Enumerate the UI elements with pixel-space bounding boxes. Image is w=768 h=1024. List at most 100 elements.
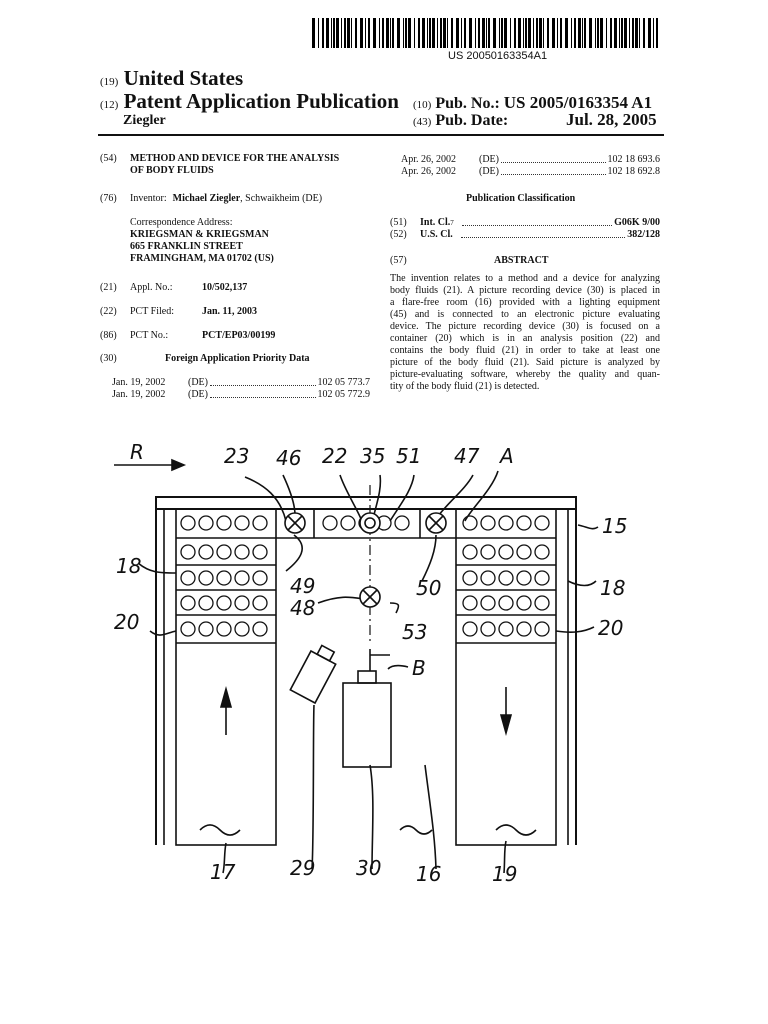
barcode-bar: [643, 18, 645, 48]
sample-container-ring: [198, 515, 214, 531]
barcode-bar: [536, 18, 538, 48]
sample-container-ring: [480, 515, 496, 531]
sample-container-ring: [252, 595, 268, 611]
sample-container-ring: [498, 621, 514, 637]
country: United States: [123, 66, 244, 90]
title-line-2: OF BODY FLUIDS: [130, 165, 214, 176]
barcode-bar: [405, 18, 407, 48]
barcode-bar: [610, 18, 612, 48]
indicator-lamp-48: [359, 586, 381, 608]
int-cl-row: (51) Int. Cl.7 G06K 9/00: [390, 217, 660, 229]
sample-container-ring: [234, 595, 250, 611]
barcode-bar: [493, 18, 496, 48]
barcode-bar: [341, 18, 342, 48]
barcode-bar: [629, 18, 630, 48]
us-label: U.S. Cl.: [420, 229, 453, 240]
barcode-bar: [648, 18, 651, 48]
barcode-bar: [312, 18, 315, 48]
abstract-line: device. The picture recording device (30…: [390, 321, 660, 332]
barcode-bar: [461, 18, 462, 48]
sample-container-ring: [534, 544, 550, 560]
barcode-bar: [518, 18, 521, 48]
ref-label-18-right: 18: [600, 576, 625, 600]
barcode-bar: [639, 18, 640, 48]
ref-label-20-left: 20: [114, 610, 139, 634]
priority-title: Foreign Application Priority Data: [165, 353, 310, 364]
sample-container-ring: [534, 515, 550, 531]
abstract-line: picture-evaluating software, whereby the…: [390, 369, 660, 380]
barcode-bar: [368, 18, 370, 48]
barcode-bar: [475, 18, 476, 48]
barcode-bar: [331, 18, 332, 48]
sample-container-ring: [216, 595, 232, 611]
inventor-label: Inventor:: [130, 193, 167, 204]
barcode-bar: [539, 18, 542, 48]
barcode-bar: [552, 18, 555, 48]
abstract-heading-row: (57) ABSTRACT: [390, 255, 660, 267]
ref-label-46: 46: [276, 446, 301, 470]
barcode-bar: [533, 18, 534, 48]
abstract-title: ABSTRACT: [494, 255, 549, 266]
barcode-bar: [408, 18, 411, 48]
pub-type: Patent Application Publication: [123, 89, 399, 113]
barcode-bar: [504, 18, 507, 48]
country-code: (19): [100, 76, 119, 88]
barcode-bar: [619, 18, 620, 48]
leader-dots: [501, 174, 606, 175]
title-block: (54) METHOD AND DEVICE FOR THE ANALYSIS …: [100, 153, 380, 177]
sample-container-ring: [480, 595, 496, 611]
pub-no: US 2005/0163354 A1: [503, 93, 653, 112]
barcode-bar: [440, 18, 442, 48]
leader-dots: [210, 385, 316, 386]
barcode-bar: [451, 18, 453, 48]
priority-row: Jan. 19, 2002 (DE) 102 05 772.9: [112, 389, 370, 401]
ref-label-17: 17: [210, 860, 236, 884]
sample-container-ring: [516, 515, 532, 531]
pct-filed-row: (22) PCT Filed: Jan. 11, 2003: [100, 306, 257, 318]
sample-container-ring: [234, 621, 250, 637]
patent-figure: R 23 46 22 35 51 47 A 15 18 18 49 48 50 …: [114, 440, 627, 886]
sample-container-ring: [180, 621, 196, 637]
barcode-bar: [606, 18, 607, 48]
sample-container-ring: [516, 621, 532, 637]
abstract-line: body fluids (21). A picture recording de…: [390, 285, 660, 296]
barcode-bar: [418, 18, 420, 48]
barcode-bar: [543, 18, 544, 48]
barcode-bar: [488, 18, 490, 48]
ref-label-19: 19: [492, 862, 517, 886]
barcode-bar: [501, 18, 503, 48]
pub-date-line: (43) Pub. Date:: [413, 112, 508, 130]
inventor-name-header: Ziegler: [123, 113, 166, 128]
ref-label-48: 48: [290, 596, 315, 620]
sample-container-ring: [198, 570, 214, 586]
barcode-bar: [469, 18, 472, 48]
priority-code: (30): [100, 353, 117, 364]
abstract-line: tity of the body fluid (21) is detected.: [390, 381, 540, 392]
barcode-bar: [432, 18, 435, 48]
country-line: (19) United States: [100, 66, 243, 91]
sample-container-ring: [516, 570, 532, 586]
ref-label-23: 23: [224, 444, 249, 468]
pct-no-value: PCT/EP03/00199: [202, 330, 276, 341]
sample-container-ring: [322, 515, 338, 531]
ref-label-49: 49: [290, 574, 315, 598]
barcode-bar: [589, 18, 592, 48]
barcode-bar: [355, 18, 357, 48]
sample-container-ring: [216, 515, 232, 531]
barcode-bar: [427, 18, 428, 48]
pct-filed-label: PCT Filed:: [130, 306, 174, 317]
appl-no-row: (21) Appl. No.: 10/502,137: [100, 282, 247, 294]
barcode-bar: [360, 18, 363, 48]
priority-date: Jan. 19, 2002: [112, 377, 166, 388]
sample-container-ring: [180, 595, 196, 611]
barcode-bar: [523, 18, 524, 48]
ref-label-35: 35: [360, 444, 385, 468]
priority-list-left: Jan. 19, 2002 (DE) 102 05 773.7 Jan. 19,…: [112, 377, 370, 401]
sample-container-ring: [198, 621, 214, 637]
barcode-bar: [456, 18, 459, 48]
sample-container-ring: [498, 595, 514, 611]
sample-container-ring: [252, 544, 268, 560]
barcode-bar: [403, 18, 404, 48]
correspondence-line-3: FRAMINGHAM, MA 01702 (US): [130, 253, 274, 264]
barcode-bar: [565, 18, 568, 48]
